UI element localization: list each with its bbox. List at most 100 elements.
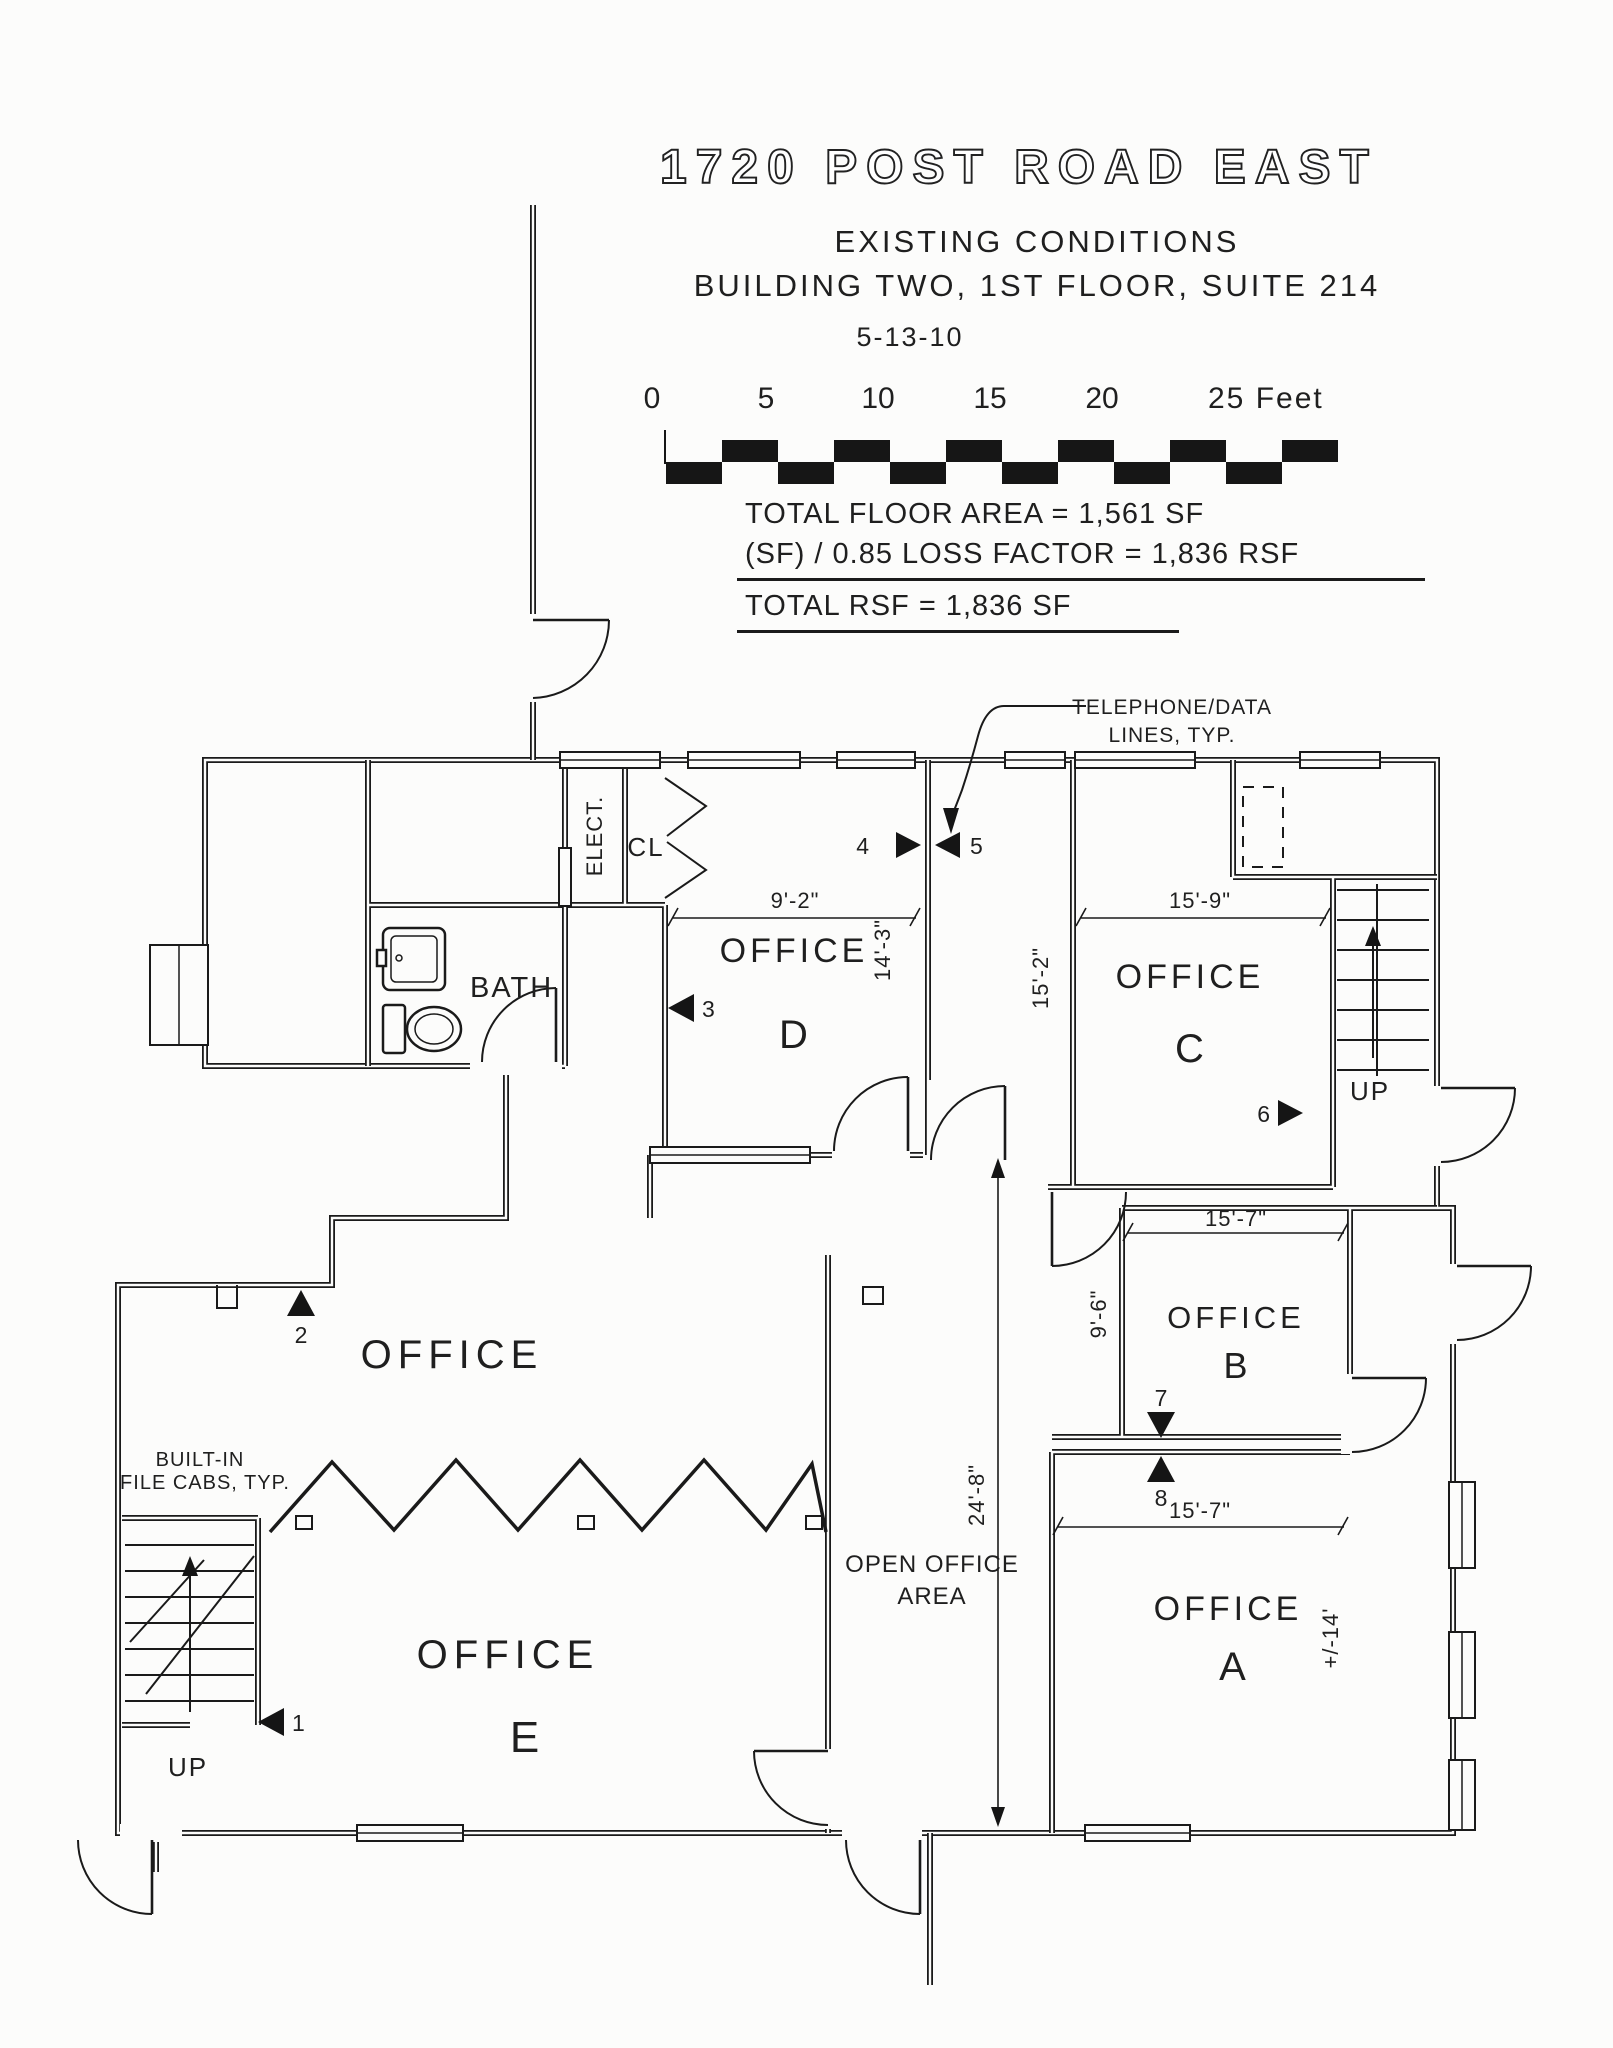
- dim-office-a-height: +/-14': [1318, 1608, 1343, 1669]
- office-b-label: OFFICE: [1167, 1300, 1305, 1335]
- bifold-closet-doors: [664, 777, 708, 899]
- stair-up-arrow: [182, 1556, 198, 1576]
- marker-2-icon: [287, 1290, 315, 1316]
- dim-office-c-width: 15'-9": [1169, 888, 1231, 913]
- stair-up-arrow: [1365, 926, 1381, 946]
- dim-office-d-width: 9'-2": [771, 888, 820, 913]
- marker-5-icon: [935, 832, 960, 858]
- marker-7-number: 7: [1155, 1385, 1168, 1411]
- scale-tick-15: 15: [973, 382, 1007, 415]
- dim-office-b-width: 15'-7": [1205, 1206, 1267, 1231]
- toilet-icon: [381, 1003, 463, 1055]
- scale-tick-10: 10: [861, 382, 895, 415]
- door-bath: [481, 987, 558, 1063]
- total-rsf-line: TOTAL RSF = 1,836 SF: [745, 590, 1072, 622]
- page-title: 1720 POST ROAD EAST: [659, 140, 1378, 195]
- door-office-a: [1351, 1376, 1427, 1453]
- bath-label: BATH: [470, 972, 553, 1004]
- drawing-date: 5-13-10: [856, 322, 964, 352]
- up-label-right: UP: [1350, 1076, 1390, 1106]
- open-office-label-1: OPEN OFFICE: [845, 1551, 1019, 1578]
- dim-office-d-height: 14'-3": [870, 919, 895, 981]
- office-a-label: OFFICE: [1154, 1590, 1303, 1628]
- interior-walls: [122, 760, 1437, 1985]
- loss-factor-line: (SF) / 0.85 LOSS FACTOR = 1,836 RSF: [745, 538, 1300, 570]
- scale-bar-bottom: [666, 462, 1338, 484]
- office-e-label: OFFICE: [417, 1633, 600, 1677]
- dimension-labels: 9'-2" 14'-3" 15'-9" 15'-2" 15'-7" 9'-6" …: [771, 888, 1343, 1668]
- dim-office-c-height: 15'-2": [1028, 947, 1053, 1009]
- marker-3-number: 3: [702, 996, 715, 1022]
- door-corridor-center: [930, 1085, 1007, 1161]
- sink-icon: [375, 926, 447, 992]
- rule-divider: [737, 578, 1425, 581]
- office-main-label: OFFICE: [361, 1333, 544, 1377]
- closet-label: CL: [627, 832, 664, 862]
- marker-8-number: 8: [1155, 1485, 1168, 1511]
- door-exterior-right: [1456, 1264, 1532, 1341]
- file-cabinets: [268, 1457, 828, 1534]
- door-openings: [120, 614, 1462, 1842]
- office-e-letter: E: [510, 1713, 540, 1762]
- building-line: BUILDING TWO, 1ST FLOOR, SUITE 214: [693, 268, 1381, 303]
- closet-nook: [1242, 786, 1284, 868]
- cabinets-callout-1: BUILT-IN: [156, 1449, 245, 1471]
- interior-window: [649, 1146, 811, 1164]
- stairs-right: [1337, 884, 1429, 1076]
- office-d-letter: D: [779, 1013, 809, 1057]
- office-c-letter: C: [1175, 1027, 1205, 1071]
- telephone-callout-2: LINES, TYP.: [1109, 724, 1236, 747]
- office-b-letter: B: [1223, 1345, 1248, 1386]
- door-hall-to-open-area: [1050, 1191, 1127, 1267]
- marker-2-number: 2: [295, 1322, 308, 1348]
- marker-8-icon: [1147, 1456, 1175, 1482]
- elect-label: ELECT.: [582, 796, 607, 877]
- door-office-d: [833, 1076, 910, 1152]
- cabinets-callout-2: FILE CABS, TYP.: [120, 1472, 290, 1494]
- scale-zero-tick: [664, 430, 666, 464]
- dim-office-b-height: 9'-6": [1086, 1290, 1111, 1339]
- subtitle: EXISTING CONDITIONS: [834, 224, 1240, 259]
- telephone-callout-1: TELEPHONE/DATA: [1072, 696, 1272, 719]
- door-corridor-top: [532, 618, 610, 699]
- keynote-markers: 1 2 3 4 5 6 7 8: [258, 832, 1303, 1736]
- office-d-label: OFFICE: [720, 932, 869, 970]
- rule-underline: [737, 630, 1179, 633]
- scale-bar-top: [666, 440, 1338, 462]
- bath-fixtures: [375, 926, 463, 1055]
- marker-4-number: 4: [856, 833, 869, 859]
- marker-7-icon: [1147, 1412, 1175, 1438]
- marker-4-icon: [896, 832, 921, 858]
- telephone-leader-arrow: [943, 705, 1086, 834]
- marker-1-number: 1: [292, 1710, 305, 1736]
- room-labels: OFFICE D OFFICE C OFFICE B OFFICE A OFFI…: [168, 796, 1390, 1782]
- marker-6-icon: [1278, 1100, 1303, 1126]
- marker-6-number: 6: [1257, 1101, 1270, 1127]
- office-c-label: OFFICE: [1116, 958, 1265, 996]
- scale-end-label: 25 Feet: [1208, 382, 1324, 415]
- door-exterior-stair-landing: [1440, 1086, 1516, 1163]
- scale-tick-5: 5: [757, 382, 775, 415]
- marker-3-icon: [668, 994, 694, 1022]
- doors: [77, 618, 1532, 1915]
- elect-door-panel: [558, 847, 572, 907]
- windows: [149, 751, 1476, 1842]
- total-floor-area: TOTAL FLOOR AREA = 1,561 SF: [745, 498, 1205, 530]
- callout-labels: TELEPHONE/DATA LINES, TYP. BUILT-IN FILE…: [120, 696, 1272, 1494]
- dimension-lines: [667, 907, 1349, 1827]
- window-bays-right: [1448, 1481, 1476, 1831]
- window-bay-left: [149, 944, 209, 1046]
- open-office-label-2: AREA: [897, 1583, 966, 1610]
- marker-1-icon: [258, 1708, 284, 1736]
- stairs-left: [125, 1544, 255, 1712]
- door-office-e: [753, 1749, 829, 1826]
- marker-5-number: 5: [970, 833, 983, 859]
- column: [862, 1286, 884, 1305]
- door-main-entry: [845, 1839, 922, 1915]
- scale-tick-0: 0: [643, 382, 661, 415]
- up-label-left: UP: [168, 1752, 208, 1782]
- office-a-letter: A: [1219, 1645, 1247, 1689]
- scale-tick-20: 20: [1085, 382, 1119, 415]
